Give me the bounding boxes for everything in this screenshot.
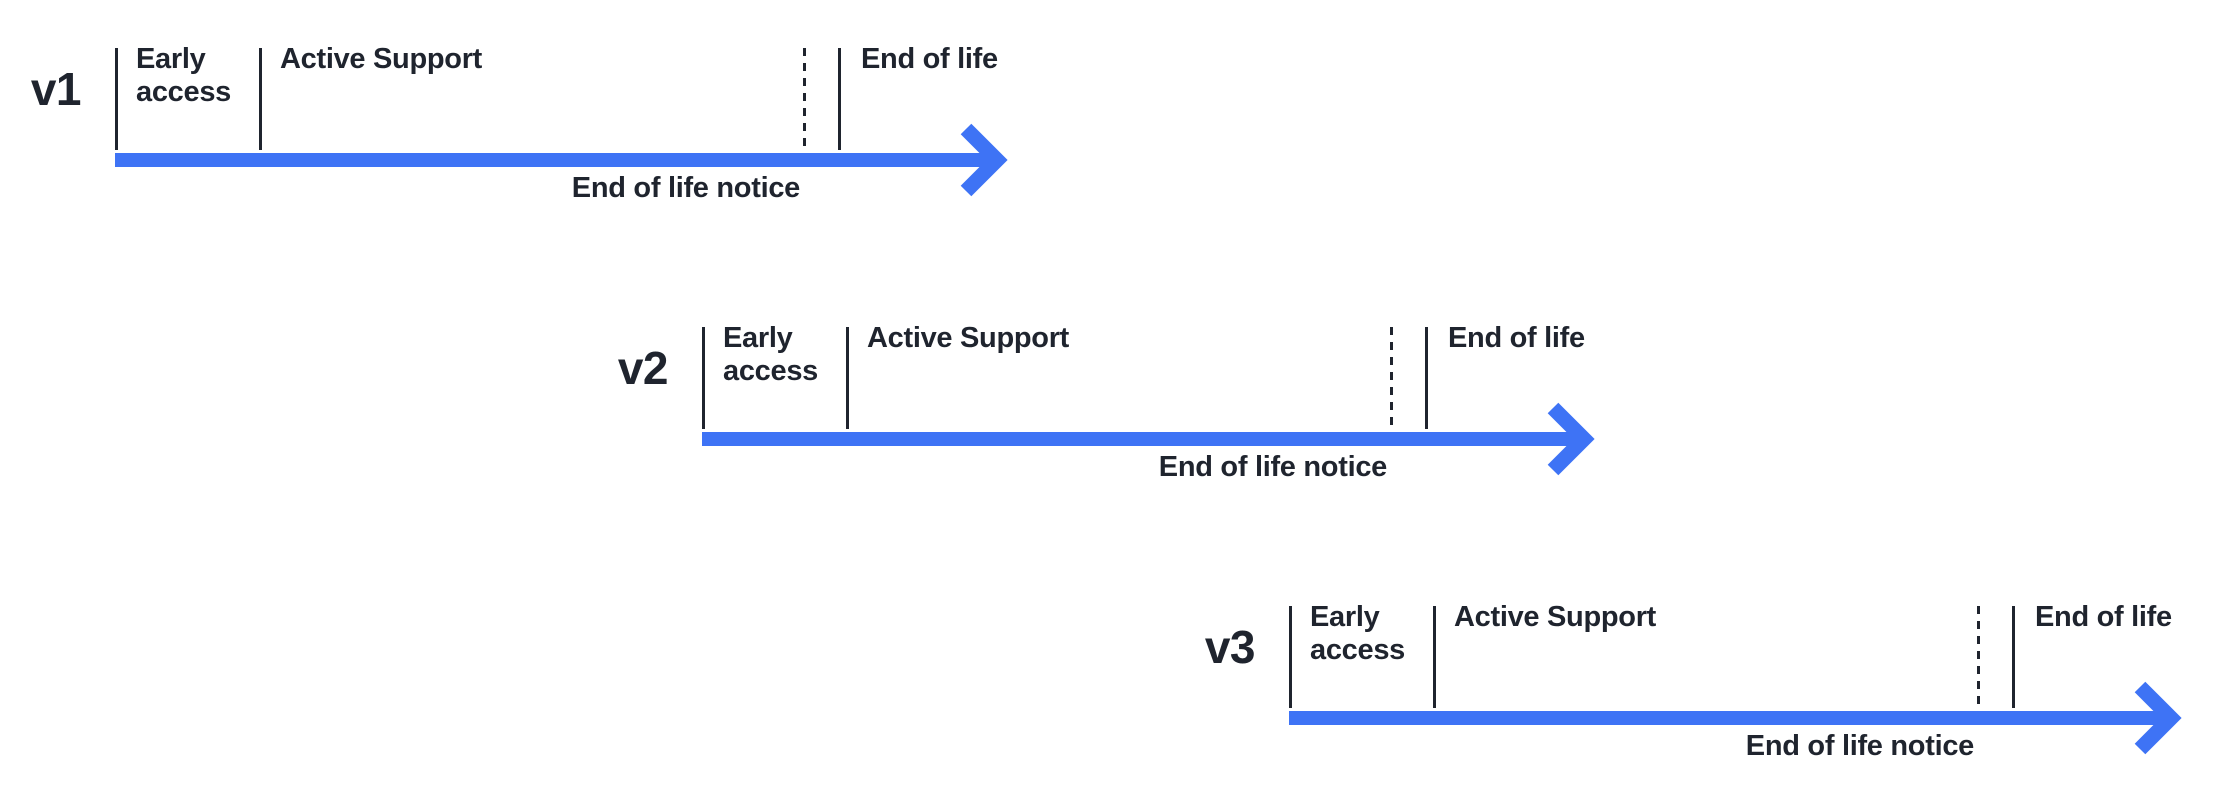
timeline-arrow-shaft [702,432,1580,446]
active-support-label: Active Support [280,43,483,75]
arrowhead-icon [2134,681,2182,755]
end-of-life-label: End of life [861,43,998,75]
end-of-life-notice-label: End of life notice [1158,451,1388,483]
timeline-arrow-shaft [115,153,993,167]
early-access-label: Early access [723,322,818,387]
end-of-life-label: End of life [1448,322,1585,354]
early-access-label: Early access [1310,601,1405,666]
timeline-v2: v2 Early access Active Support End of li… [618,322,1614,497]
end-of-life-notice-label: End of life notice [1745,730,1975,762]
early-access-label: Early access [136,43,231,108]
end-of-life-notice-label: End of life notice [571,172,801,204]
timeline-v3: v3 Early access Active Support End of li… [1205,601,2201,776]
timeline-v3-graphic [1289,606,2182,755]
active-support-label: Active Support [867,322,1070,354]
timeline-v1-graphic [115,48,1008,197]
end-of-life-label: End of life [2035,601,2172,633]
timeline-arrow-shaft [1289,711,2167,725]
active-support-label: Active Support [1454,601,1657,633]
version-label-v2: v2 [617,342,669,394]
version-label-v3: v3 [1204,621,1256,673]
arrowhead-icon [960,123,1008,197]
version-label-v1: v1 [30,63,82,115]
timeline-v2-graphic [702,327,1595,476]
timeline-v1: v1 Early access Active Support End of li… [31,43,1027,218]
arrowhead-icon [1547,402,1595,476]
